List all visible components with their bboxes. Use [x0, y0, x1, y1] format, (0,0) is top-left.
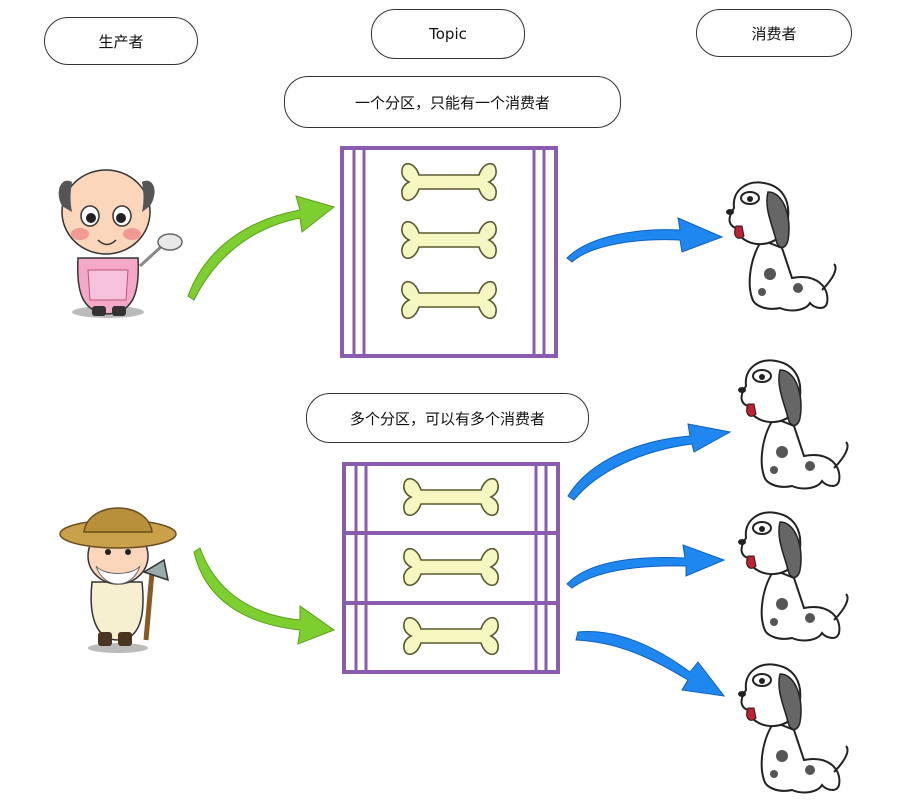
multi-partition-note: 多个分区，可以有多个消费者 [306, 393, 589, 443]
single-partition-topic [340, 146, 558, 358]
consumer-dog-icon [737, 359, 849, 490]
consumer-dog-icon [737, 511, 849, 642]
multi-partition-topic [342, 462, 560, 674]
producer-arrow-bottom [193, 547, 336, 645]
consumer-arrow-3 [575, 631, 726, 697]
producer-chef-icon [58, 169, 183, 318]
producer-arrow-top [187, 195, 336, 301]
bone-icon [403, 547, 499, 587]
producer-header: 生产者 [44, 17, 198, 65]
topic-header: Topic [371, 9, 525, 59]
producer-farmer-icon [59, 507, 177, 653]
consumer-header: 消费者 [696, 9, 852, 57]
bone-icon [401, 280, 497, 320]
bone-icon [403, 477, 499, 517]
producer-header-label: 生产者 [98, 32, 144, 51]
consumer-arrow-top [566, 217, 724, 263]
bone-icon [403, 616, 499, 656]
bone-icon [401, 220, 497, 260]
single-partition-note-label: 一个分区，只能有一个消费者 [354, 93, 550, 112]
consumer-header-label: 消费者 [751, 24, 797, 43]
consumer-arrow-1 [567, 423, 732, 501]
consumer-arrow-2 [566, 544, 726, 589]
single-partition-note: 一个分区，只能有一个消费者 [284, 76, 621, 128]
consumer-dog-icon [725, 181, 837, 312]
topic-header-label: Topic [429, 25, 467, 43]
multi-partition-note-label: 多个分区，可以有多个消费者 [349, 409, 545, 428]
consumer-dog-icon [737, 663, 849, 794]
bone-icon [401, 162, 497, 202]
